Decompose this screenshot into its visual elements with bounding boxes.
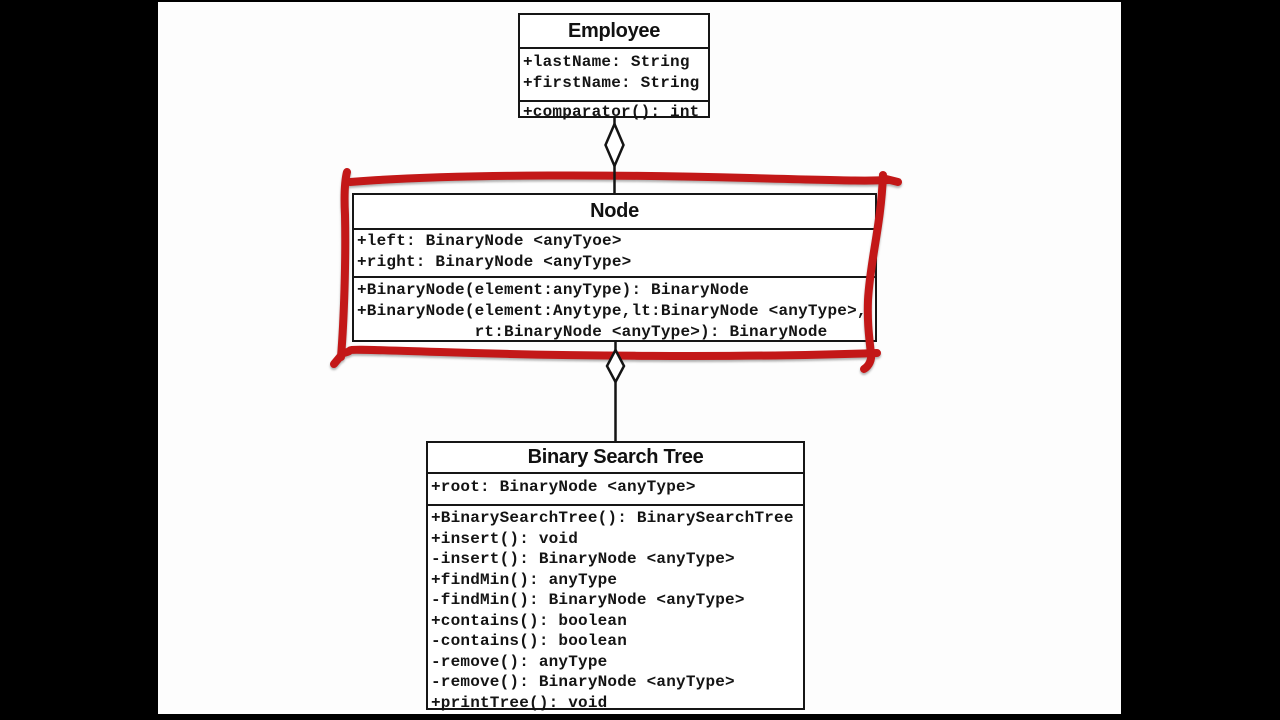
bst-attributes-compartment: +root: BinaryNode <anyType> <box>428 474 803 506</box>
method-row: +insert(): void <box>431 529 579 548</box>
method-row: -remove(): BinaryNode <anyType> <box>431 673 735 691</box>
node-attributes-compartment: +left: BinaryNode <anyTyoe> +right: Binar… <box>354 230 875 278</box>
method-row: -findMin(): BinaryNode <anyType> <box>431 591 745 609</box>
class-box-employee: Employee +lastName: String +firstName: St… <box>518 13 710 121</box>
attribute-row: +left: BinaryNode <anyTyoe> <box>357 232 622 250</box>
method-row: +BinarySearchTree(): BinarySearchTree <box>431 509 794 527</box>
class-title-employee: Employee <box>520 15 708 49</box>
attribute-row: +right: BinaryNode <anyType> <box>357 253 632 271</box>
class-title-node: Node <box>354 195 875 230</box>
class-title-binary-search-tree: Binary Search Tree <box>428 443 803 474</box>
employee-methods-compartment: +comparator(): int <box>520 102 708 123</box>
attribute-row: +root: BinaryNode <anyType> <box>431 478 696 496</box>
attribute-row: +firstName: String <box>523 74 700 92</box>
bst-methods-compartment: +BinarySearchTree(): BinarySearchTree +in… <box>428 506 803 717</box>
method-row: rt:BinaryNode <anyType>): BinaryNode <box>357 323 828 341</box>
method-row: +contains(): boolean <box>431 611 628 630</box>
method-row: +BinaryNode(element:anyType): BinaryNode <box>357 281 750 299</box>
method-row: -contains(): boolean <box>431 632 628 650</box>
method-row: +BinaryNode(element:Anytype,lt:BinaryNod… <box>357 302 867 320</box>
class-box-binary-search-tree: Binary Search Tree +root: BinaryNode <an… <box>426 441 805 712</box>
employee-attributes-compartment: +lastName: String +firstName: String <box>520 49 708 102</box>
method-row: -insert(): BinaryNode <anyType> <box>431 550 735 568</box>
method-row: +comparator(): int <box>523 103 700 121</box>
method-row: +printTree(): void <box>431 693 608 712</box>
method-row: +findMin(): anyType <box>431 570 618 589</box>
node-methods-compartment: +BinaryNode(element:anyType): BinaryNode… <box>354 278 875 347</box>
method-row: -remove(): anyType <box>431 652 608 671</box>
class-box-node: Node +left: BinaryNode <anyTyoe> +right: … <box>352 193 877 342</box>
attribute-row: +lastName: String <box>523 53 690 71</box>
